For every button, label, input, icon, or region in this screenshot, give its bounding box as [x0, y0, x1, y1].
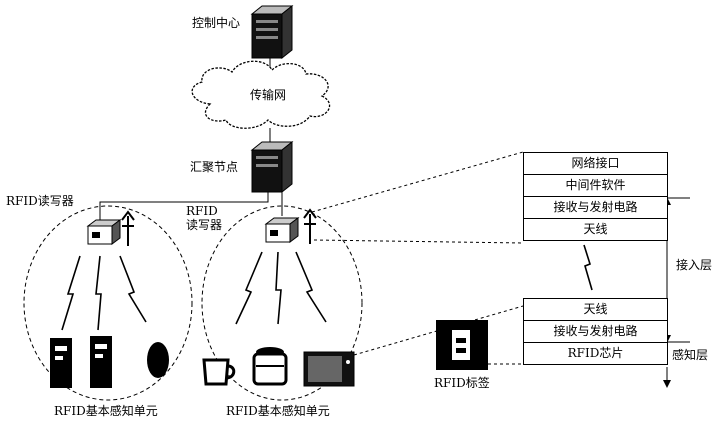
network-cloud-icon [191, 60, 331, 129]
mid-reader-label-line1: RFID [186, 204, 218, 218]
mid-coverage-circle [201, 205, 363, 401]
tag-stack-connector [353, 305, 524, 356]
reader-stack-connector [311, 151, 524, 213]
wireless-link-icon [235, 251, 263, 325]
wireless-link-icon [295, 251, 327, 323]
mid-reader-label-line2: 读写器 [186, 218, 223, 232]
wireless-link-icon [61, 255, 81, 331]
network-label: 传输网 [250, 88, 287, 102]
tag-protocol-stack: 天线 接收与发射电路 RFID芯片 [523, 298, 668, 365]
access-layer-label: 接入层 [676, 258, 713, 272]
tag-label: RFID标签 [434, 376, 490, 390]
sink-node-label: 汇聚节点 [190, 160, 239, 174]
left-reader-icon [86, 210, 135, 246]
mid-unit-label: RFID基本感知单元 [226, 404, 330, 418]
reader-stack-layer: 中间件软件 [524, 175, 667, 197]
sink-node-server-icon [250, 140, 294, 194]
wireless-link-icon [583, 244, 593, 291]
mid-reader-icon [264, 208, 317, 244]
reader-stack-connector [313, 239, 524, 244]
wireless-link-icon [275, 251, 282, 325]
wireless-link-icon [95, 255, 102, 331]
left-coverage-circle [23, 205, 193, 401]
mid-sensing-units-icon [202, 347, 355, 387]
reader-protocol-stack: 网络接口 中间件软件 接收与发射电路 天线 [523, 152, 668, 241]
sensing-layer-label: 感知层 [672, 348, 709, 362]
tag-stack-layer: 接收与发射电路 [524, 321, 667, 343]
tag-stack-layer: RFID芯片 [567, 346, 624, 360]
left-unit-label: RFID基本感知单元 [54, 404, 158, 418]
rfid-tag-icon [436, 320, 488, 370]
left-reader-label: RFID读写器 [6, 194, 74, 208]
reader-stack-layer: 天线 [583, 222, 608, 236]
tag-stack-layer: 天线 [524, 299, 667, 321]
reader-stack-layer: 接收与发射电路 [524, 197, 667, 219]
control-center-label: 控制中心 [192, 16, 241, 30]
wireless-link-icon [119, 255, 147, 323]
reader-stack-layer: 网络接口 [524, 153, 667, 175]
sink-to-left-reader-line [99, 192, 269, 220]
control-center-server-icon [250, 4, 294, 60]
left-sensing-units-icon [50, 336, 169, 388]
